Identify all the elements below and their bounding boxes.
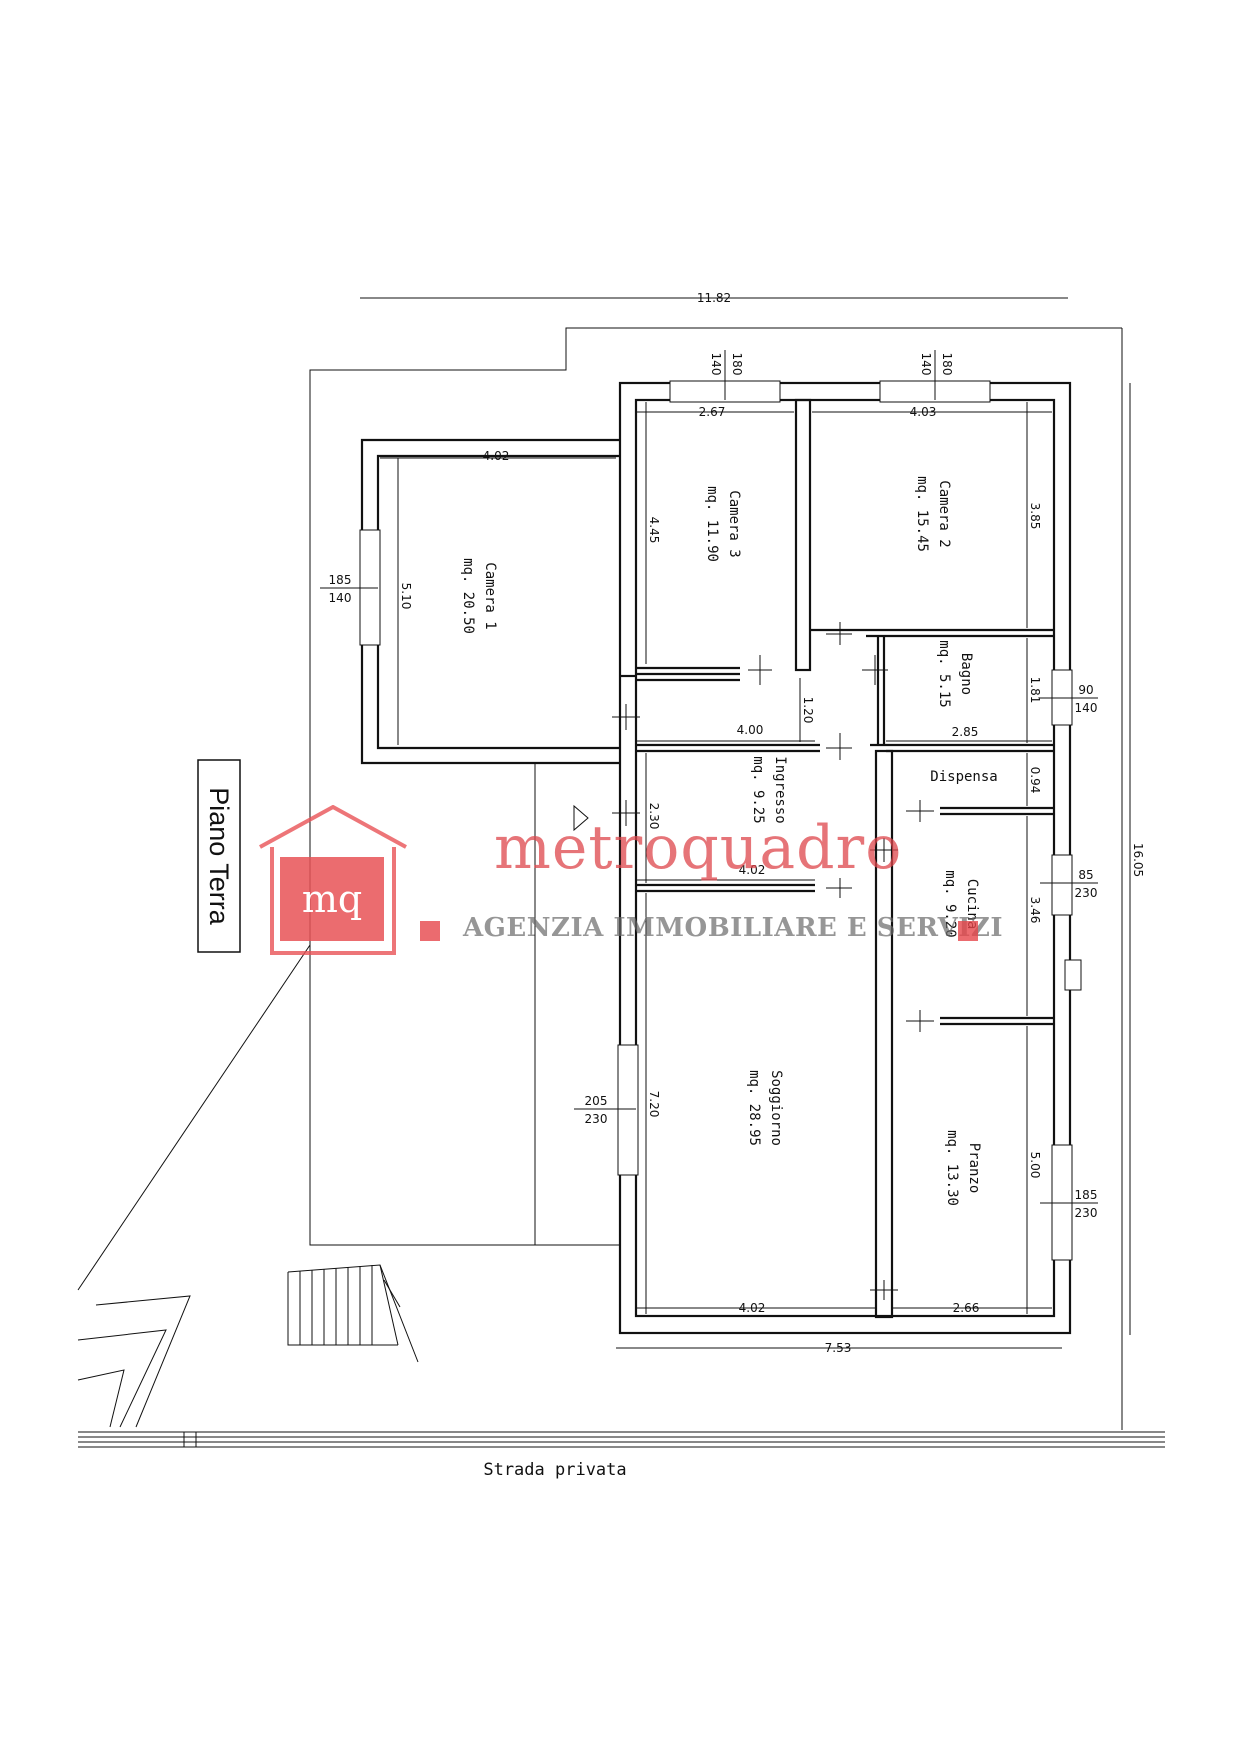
plot-boundary xyxy=(309,327,1122,1246)
plot-diagonal xyxy=(77,944,311,1291)
door-marks xyxy=(612,622,934,1300)
dim-bagno-width: 2.85 xyxy=(952,725,979,739)
dim-total-width: 11.82 xyxy=(697,291,731,305)
dim-cucina-depth: 3.46 xyxy=(1028,897,1042,924)
dim-camera3-width: 2.67 xyxy=(699,405,726,419)
window-camera3-top: 180 xyxy=(730,353,744,376)
stairs xyxy=(287,1264,419,1363)
room-area: mq. 5.15 xyxy=(936,640,952,707)
room-area: mq. 20.50 xyxy=(460,558,476,634)
room-area: mq. 28.95 xyxy=(746,1070,762,1146)
dim-camera3-depth: 4.45 xyxy=(647,517,661,544)
window-camera2-top: 180 xyxy=(940,353,954,376)
room-name: Soggiorno xyxy=(768,1070,784,1146)
room-name: Cucina xyxy=(964,879,980,930)
room-name: Camera 1 xyxy=(482,562,498,629)
dim-camera2-width: 4.03 xyxy=(910,405,937,419)
porch-outline xyxy=(534,762,620,1246)
room-area: mq. 9.25 xyxy=(750,756,766,823)
room-area: mq. 9.20 xyxy=(942,870,958,937)
dim-bagno-depth: 1.81 xyxy=(1028,677,1042,704)
room-pranzo: Pranzo mq. 13.30 xyxy=(944,1130,982,1206)
driveway-lines xyxy=(77,1295,191,1428)
window-camera1-top: 185 xyxy=(329,573,352,587)
floor-label-text: Piano Terra xyxy=(204,787,234,926)
dimension-lines xyxy=(360,297,1131,1349)
window-camera1-bottom: 140 xyxy=(329,591,352,605)
room-soggiorno: Soggiorno mq. 28.95 xyxy=(746,1070,784,1146)
street-label: Strada privata xyxy=(483,1460,626,1480)
room-camera2: Camera 2 mq. 15.45 xyxy=(914,476,952,552)
room-name: Ingresso xyxy=(772,756,788,823)
window-soggiorno-bottom: 230 xyxy=(585,1112,608,1126)
dim-total-depth: 16.05 xyxy=(1131,843,1145,877)
dim-camera2-depth: 3.85 xyxy=(1028,503,1042,530)
room-ingresso: Ingresso mq. 9.25 xyxy=(750,756,788,823)
dim-dispensa-depth: 0.94 xyxy=(1028,767,1042,794)
dim-corridor-length: 4.00 xyxy=(737,723,764,737)
room-dispensa: Dispensa xyxy=(930,769,997,785)
dim-camera1-width: 4.02 xyxy=(483,449,510,463)
window-cucina-bottom: 230 xyxy=(1075,886,1098,900)
room-camera3: Camera 3 mq. 11.90 xyxy=(704,486,742,562)
room-name: Pranzo xyxy=(966,1143,982,1194)
floor-label: Piano Terra xyxy=(197,759,241,953)
room-bagno: Bagno mq. 5.15 xyxy=(936,640,974,707)
window-bagno-top: 90 xyxy=(1078,683,1093,697)
window-camera3-bottom: 140 xyxy=(709,353,723,376)
room-name: Bagno xyxy=(958,653,974,695)
dim-soggiorno-width: 4.02 xyxy=(739,1301,766,1315)
window-pranzo-top: 185 xyxy=(1075,1188,1098,1202)
window-pranzo-bottom: 230 xyxy=(1075,1206,1098,1220)
window-camera2-bottom: 140 xyxy=(919,353,933,376)
window-soggiorno-top: 205 xyxy=(585,1094,608,1108)
room-name: Camera 3 xyxy=(726,490,742,557)
dim-house-width: 7.53 xyxy=(825,1341,852,1355)
road xyxy=(78,1431,1165,1448)
room-area: mq. 11.90 xyxy=(704,486,720,562)
interior-walls xyxy=(620,398,1054,1319)
dim-pranzo-depth: 5.00 xyxy=(1028,1152,1042,1179)
room-name: Camera 2 xyxy=(936,480,952,547)
room-camera1: Camera 1 mq. 20.50 xyxy=(460,558,498,634)
window-ticks xyxy=(320,350,1098,1204)
window-bagno-bottom: 140 xyxy=(1075,701,1098,715)
entry-arrow xyxy=(573,804,589,832)
room-area: mq. 15.45 xyxy=(914,476,930,552)
dim-pranzo-width: 2.66 xyxy=(953,1301,980,1315)
room-cucina: Cucina mq. 9.20 xyxy=(942,870,980,937)
dim-corridor-width: 1.20 xyxy=(801,697,815,724)
dim-camera1-depth: 5.10 xyxy=(399,583,413,610)
window-cucina-top: 85 xyxy=(1078,868,1093,882)
dim-soggiorno-depth: 7.20 xyxy=(647,1091,661,1118)
dim-ingresso-depth: 2.30 xyxy=(647,803,661,830)
dim-ingresso-width: 4.02 xyxy=(739,863,766,877)
room-area: mq. 13.30 xyxy=(944,1130,960,1206)
